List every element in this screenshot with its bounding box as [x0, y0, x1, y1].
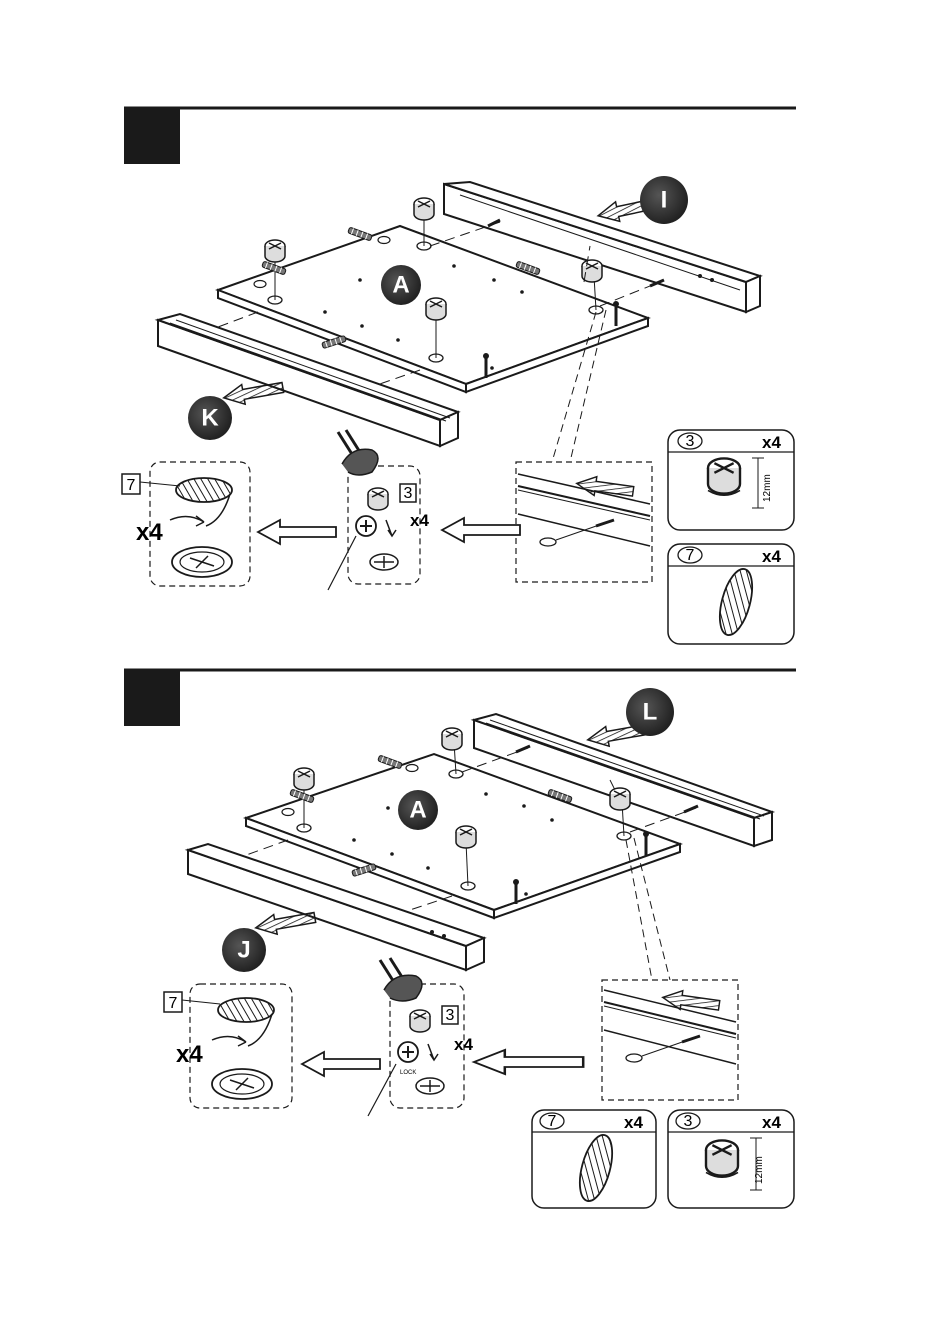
legend-cam-2-qty: x4 — [762, 1113, 781, 1132]
legend-cam-2-code: 3 — [684, 1113, 693, 1130]
legend-cover-code: 7 — [686, 547, 695, 564]
cam-lock-callout: 3 x4 — [328, 430, 429, 590]
badge-i: I — [640, 176, 688, 224]
legend-cam-3-2: 3 x4 12mm — [668, 1110, 794, 1208]
badge-l: L — [626, 688, 674, 736]
badge-a-2: A — [398, 790, 438, 830]
badge-k: K — [188, 396, 232, 440]
legend-cover-2-qty: x4 — [624, 1113, 643, 1132]
badge-j-label: J — [237, 937, 250, 964]
step-1: I A K — [122, 108, 796, 644]
legend-cover-7-2: 7 x4 — [532, 1110, 656, 1208]
step-2: L A J — [124, 670, 796, 1208]
code-3-2-label: 3 — [446, 1007, 455, 1024]
cover-cap-callout: 7 x4 — [122, 462, 250, 586]
legend-cam-dim: 12mm — [762, 474, 773, 502]
legend-cover-7: 7 x4 — [668, 544, 794, 644]
flow-arrow-1 — [442, 518, 520, 542]
cover-cap-callout-2: 7 x4 — [164, 984, 292, 1108]
legend-cover-2-code: 7 — [548, 1113, 557, 1130]
badge-k-label: K — [201, 405, 219, 432]
badge-a-label: A — [392, 272, 409, 299]
flow-arrow-3 — [474, 1050, 583, 1074]
cover-qty: x4 — [136, 519, 163, 546]
legend-cam-3: 3 x4 12mm — [668, 430, 794, 530]
step-2-number-box — [124, 670, 180, 726]
legend-cam-qty: x4 — [762, 433, 781, 452]
legend-cam-2-dim: 12mm — [754, 1156, 765, 1184]
legend-cover-qty: x4 — [762, 547, 781, 566]
code-7-label: 7 — [127, 477, 136, 494]
flow-arrow-2 — [258, 520, 336, 544]
badge-a: A — [381, 265, 421, 305]
cam-lock-callout-2: 3 x4 LOCK — [368, 958, 473, 1116]
flow-arrow-4 — [302, 1052, 380, 1076]
detail-rail-joint-2 — [602, 838, 738, 1100]
badge-j: J — [222, 928, 266, 972]
legend-cam-code: 3 — [686, 433, 695, 450]
badge-a-2-label: A — [409, 797, 426, 824]
cover-qty-2: x4 — [176, 1041, 203, 1068]
code-3-label: 3 — [404, 485, 413, 502]
code-7-2-label: 7 — [169, 995, 178, 1012]
badge-i-label: I — [661, 187, 668, 214]
callout-qty: x4 — [410, 511, 429, 530]
callout-qty-2: x4 — [454, 1035, 473, 1054]
badge-l-label: L — [643, 699, 658, 726]
lock-label: LOCK — [400, 1070, 416, 1076]
step-1-number-box — [124, 108, 180, 164]
